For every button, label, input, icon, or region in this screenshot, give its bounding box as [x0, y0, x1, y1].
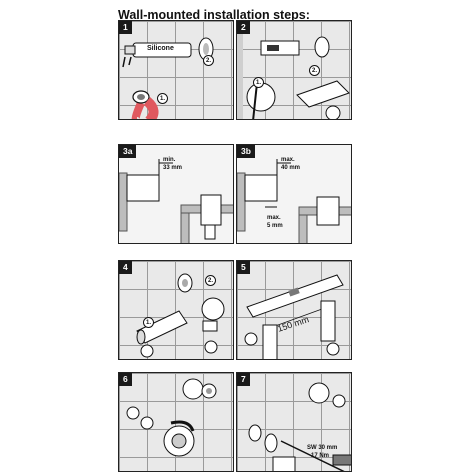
max-label-2: max.	[267, 215, 281, 221]
step-5-panel: 5 150 mm	[236, 260, 352, 360]
step-3a-panel: 3a min. 33 mm	[118, 144, 234, 244]
step-3b-panel: 3b max. 40 mm max. 5 mm	[236, 144, 352, 244]
step-1-illustration	[122, 37, 214, 119]
max-value-2: 5 mm	[267, 223, 283, 229]
wrench-size-label: SW 30 mm	[307, 445, 338, 451]
step-badge: 1	[119, 21, 132, 34]
step-3b-illustration	[237, 159, 351, 243]
step-2-illustration	[237, 21, 350, 119]
wall-tiles	[237, 373, 351, 471]
step-marker-1: 1.	[157, 93, 168, 104]
silicone-label: Silicone	[147, 45, 174, 52]
step-badge: 4	[119, 261, 132, 274]
step-badge: 2	[237, 21, 250, 34]
max-value: 40 mm	[281, 165, 301, 171]
max-label: max.	[281, 157, 295, 163]
step-marker-1: 1.	[253, 77, 264, 88]
step-4-panel: 4 1. 2.	[118, 260, 234, 360]
step-marker-2: 2.	[203, 55, 214, 66]
step-badge: 6	[119, 373, 132, 386]
step-7-illustration	[248, 382, 351, 471]
step-6-illustration	[126, 378, 217, 457]
min-label: min.	[163, 157, 176, 163]
step-marker-2: 2.	[309, 65, 320, 76]
page-title: Wall-mounted installation steps:	[118, 8, 310, 22]
step-badge: 7	[237, 373, 250, 386]
step-badge: 3a	[119, 145, 137, 158]
min-value: 33 mm	[163, 165, 183, 171]
torque-label: 17 Nm	[311, 453, 330, 459]
step-4-illustration	[136, 273, 225, 358]
step-2-panel: 2 1. 2.	[236, 20, 352, 120]
step-badge: 5	[237, 261, 250, 274]
step-1-panel: 1 Silicone 1. 2.	[118, 20, 234, 120]
step-3a-illustration	[119, 159, 233, 243]
step-6-panel: 6	[118, 372, 234, 472]
step-5-illustration	[244, 274, 344, 359]
step-7-panel: 7 SW 30 mm 17 Nm	[236, 372, 352, 472]
step-marker-1: 1.	[143, 317, 154, 328]
step-marker-2: 2.	[205, 275, 216, 286]
step-badge: 3b	[237, 145, 255, 158]
